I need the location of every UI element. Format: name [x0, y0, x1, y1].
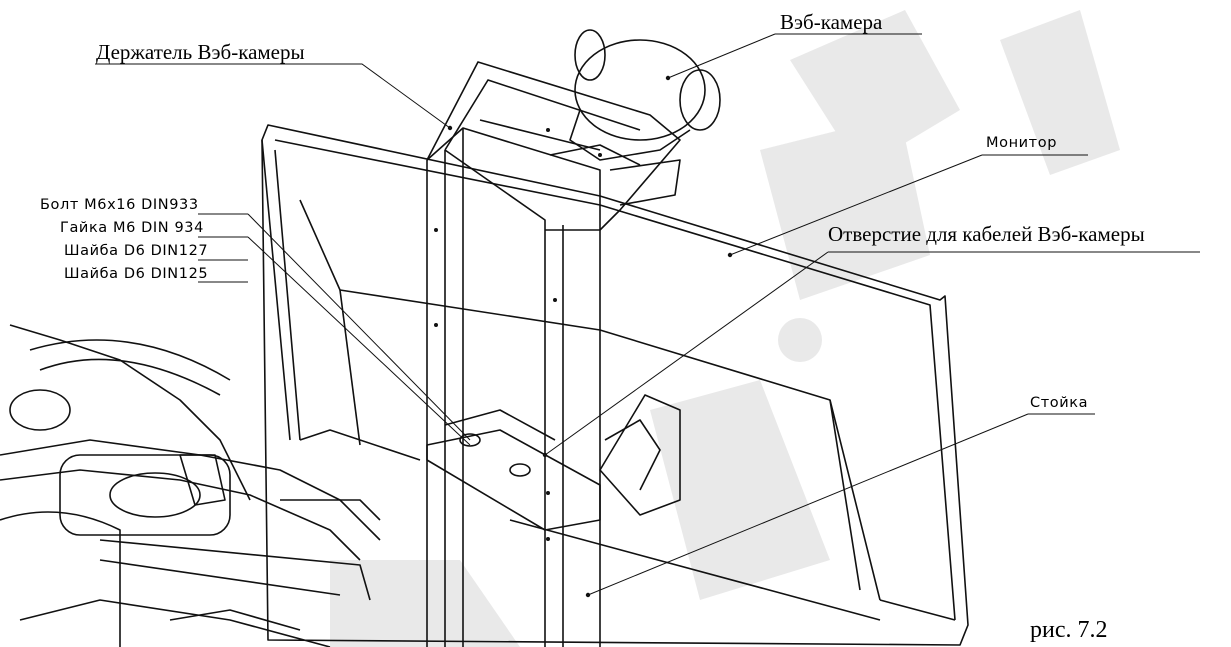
- label-washer-127: Шайба D6 DIN127: [64, 243, 209, 259]
- leader-lines: [95, 33, 1200, 596]
- leader-dots: [434, 75, 733, 598]
- holder-drawing: [426, 61, 681, 231]
- label-bolt: Болт М6х16 DIN933: [40, 197, 199, 213]
- label-webcam-holder: Держатель Вэб-камеры: [96, 40, 305, 64]
- stand-drawing: [426, 127, 601, 647]
- label-stand: Стойка: [1030, 395, 1089, 411]
- label-washer-125: Шайба D6 DIN125: [64, 266, 209, 282]
- watermark: [330, 10, 1120, 647]
- label-webcam: Вэб-камера: [780, 10, 883, 34]
- webcam-drawing: [569, 29, 721, 206]
- machine-base: [0, 324, 421, 647]
- label-monitor: Монитор: [986, 135, 1058, 151]
- label-nut: Гайка М6 DIN 934: [60, 220, 204, 236]
- lower-bracket: [426, 394, 681, 531]
- label-cable-hole: Отверстие для кабелей Вэб-камеры: [828, 222, 1145, 246]
- figure-caption: рис. 7.2: [1030, 617, 1108, 643]
